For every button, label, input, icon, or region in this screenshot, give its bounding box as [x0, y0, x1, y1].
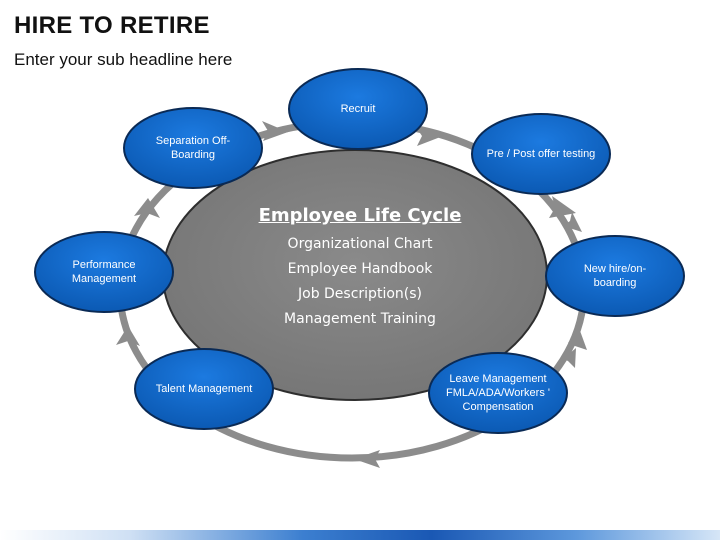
node-recruit: [288, 68, 428, 150]
cycle-arrows: [116, 121, 587, 468]
node-pre-post-offer: [471, 113, 611, 195]
node-label-pre-post-offer: Pre / Post offer testing: [486, 148, 596, 160]
page-title: HIRE TO RETIRE: [14, 12, 210, 39]
arrow-icon: [116, 326, 140, 346]
node-separation: [123, 107, 263, 189]
center-item: Employee Handbook: [287, 261, 433, 277]
center-item: Management Training: [284, 311, 436, 327]
node-label-new-hire: New hire/on-boarding: [583, 263, 647, 289]
node-leave-management: [428, 352, 568, 434]
node-talent-management: [134, 348, 274, 430]
arrow-icon: [262, 121, 288, 141]
bottom-accent-bar: [0, 530, 720, 540]
node-performance-management: [34, 231, 174, 313]
arrow-icon: [549, 196, 576, 218]
node-label-performance-management: Performance Management: [71, 259, 137, 285]
arrow-icon: [563, 212, 582, 232]
center-title: Employee Life Cycle: [258, 205, 462, 226]
node-label-talent-management: Talent Management: [155, 383, 253, 395]
node-new-hire: [545, 235, 685, 317]
center-item: Job Description(s): [298, 286, 422, 302]
arrow-icon: [563, 348, 576, 368]
arrow-icon: [134, 198, 160, 218]
node-label-separation: Separation Off-Boarding: [155, 135, 231, 161]
node-label-leave-management: Leave Management FMLA/ADA/Workers ' Comp…: [446, 373, 550, 413]
arrow-icon: [416, 127, 443, 146]
center-content: Employee Life Cycle Organizational Chart…: [230, 205, 490, 332]
arrow-icon: [354, 450, 380, 468]
page-subtitle: Enter your sub headline here: [14, 50, 233, 69]
node-label-recruit: Recruit: [340, 103, 376, 115]
arrow-icon: [568, 328, 587, 350]
center-item: Organizational Chart: [287, 236, 433, 252]
